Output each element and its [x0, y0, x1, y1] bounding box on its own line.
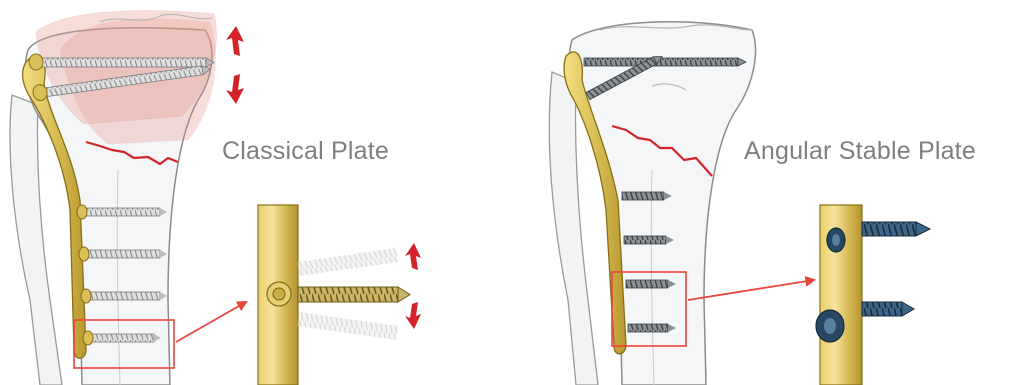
angular-stable-plate-label: Angular Stable Plate [744, 137, 976, 166]
angular-closeup [816, 205, 930, 385]
locking-screw-top-1 [584, 58, 746, 66]
angular-plate-illustration [549, 22, 930, 385]
detail-arrow-angular [688, 280, 814, 300]
closeup-arrow-down-icon [405, 302, 421, 329]
detail-arrow-classical [176, 302, 246, 342]
classical-closeup [258, 205, 421, 385]
locking-screw-shaft-4 [628, 324, 676, 332]
locking-screw-shaft-2 [624, 236, 674, 244]
locking-screw-shaft-1 [622, 192, 672, 200]
closeup-arrow-up-icon [405, 243, 421, 270]
closeup-locking-screw-1 [862, 222, 930, 236]
motion-arrow-down-icon [226, 74, 244, 104]
classical-plate-label: Classical Plate [222, 137, 389, 166]
motion-arrow-up-icon [226, 26, 244, 56]
locking-screw-shaft-3 [626, 280, 676, 288]
closeup-loose-screw [298, 287, 398, 302]
classical-plate-illustration [10, 11, 421, 385]
